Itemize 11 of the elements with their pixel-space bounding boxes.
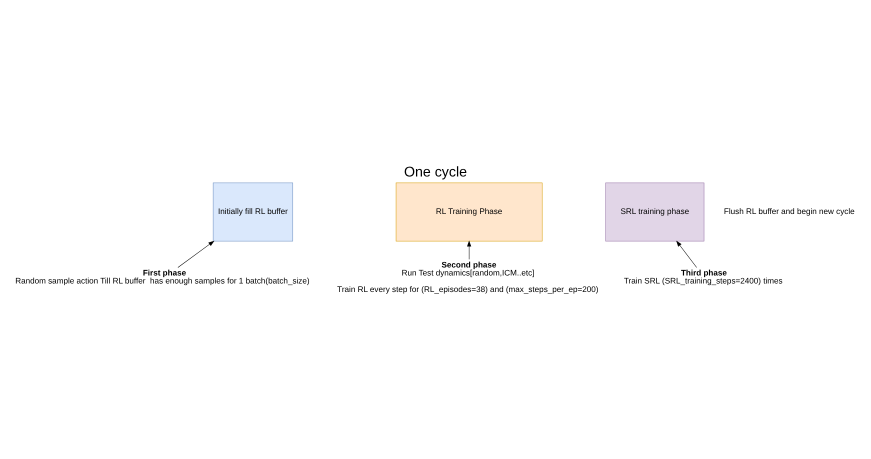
- arrow: [466, 240, 472, 260]
- diagram-title: One cycle: [404, 164, 468, 180]
- arrow: [676, 240, 697, 268]
- node-box: Initially fill RL buffer: [212, 182, 294, 242]
- node-text: Third phase Train SRL (SRL_training_steps=2400) times: [624, 268, 783, 286]
- arrow: [178, 240, 214, 268]
- node-text: Second phase Run Test dynamics[random,ICM..etc] Train RL every step for (RL_episodes=38) and (max_steps_per_ep=200): [337, 260, 598, 294]
- node-box: SRL training phase: [605, 182, 704, 242]
- label: Flush RL buffer and begin new cycle: [724, 206, 855, 216]
- node-box: RL Training Phase: [396, 182, 542, 242]
- node-text: First phase Random sample action Till RL buffer has enough samples for 1 batch(batch_size): [15, 268, 310, 286]
